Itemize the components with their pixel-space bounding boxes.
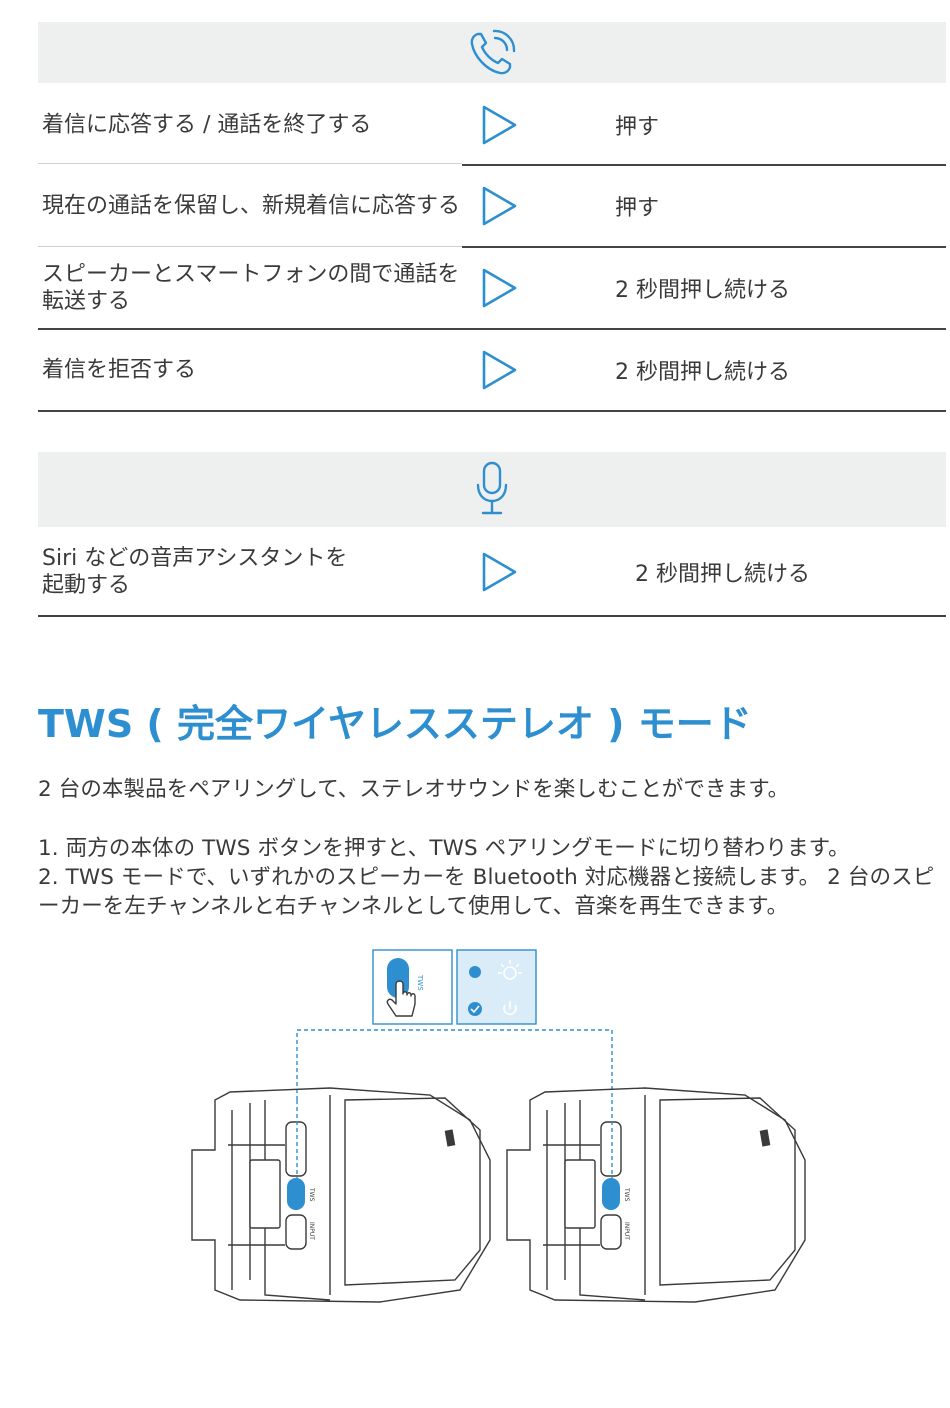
- power-icon: [503, 1004, 517, 1016]
- play-triangle-icon: [482, 350, 517, 390]
- action-label: Siri などの音声アシスタントを起動する: [42, 545, 348, 598]
- section-title: TWS ( 完全ワイヤレスステレオ ) モード: [38, 702, 752, 746]
- status-inset: [456, 949, 537, 1025]
- operation-label: 押す: [615, 196, 660, 221]
- row-divider: [462, 246, 946, 248]
- intro-text: 2 台の本製品をペアリングして、ステレオサウンドを楽しむことができます。: [38, 777, 790, 802]
- step-1-text: 1. 両方の本体の TWS ボタンを押すと、TWS ペアリングモードに切り替わり…: [38, 836, 850, 861]
- svg-text:TWS: TWS: [623, 1187, 630, 1202]
- voice-section-header: [38, 452, 946, 527]
- play-triangle-icon: [482, 552, 517, 591]
- table-row: スピーカーとスマートフォンの間で通話を転送する 2 秒間押し続ける: [38, 248, 946, 328]
- call-section-header: [38, 22, 946, 83]
- tws-button-inset: TWS: [372, 949, 453, 1025]
- right-speaker: [506, 1087, 806, 1303]
- svg-text:TWS: TWS: [416, 974, 424, 991]
- row-divider: [38, 328, 946, 330]
- play-triangle-icon: [482, 268, 517, 308]
- operation-label: 押す: [615, 114, 660, 140]
- left-speaker: [191, 1087, 491, 1303]
- row-divider: [38, 410, 946, 412]
- table-row: 着信に応答する / 通話を終了する 押す: [38, 84, 946, 165]
- tws-pairing-illustration: TWS TWS INPUT: [191, 949, 806, 1303]
- step-2-text: 2. TWS モードで、いずれかのスピーカーを Bluetooth 対応機器と接…: [38, 865, 935, 919]
- row-divider: [38, 163, 462, 164]
- table-row: Siri などの音声アシスタントを起動する 2 秒間押し続ける: [38, 528, 946, 615]
- svg-text:TWS: TWS: [308, 1187, 315, 1202]
- play-triangle-icon: [482, 186, 517, 226]
- table-row: 現在の通話を保留し、新規着信に応答する 押す: [38, 166, 946, 246]
- row-divider: [462, 164, 946, 166]
- check-icon: [468, 1002, 482, 1016]
- svg-text:INPUT: INPUT: [623, 1222, 630, 1240]
- action-label: 現在の通話を保留し、新規着信に応答する: [42, 193, 461, 219]
- action-label: 着信に応答する / 通話を終了する: [42, 112, 372, 137]
- row-divider: [38, 615, 946, 617]
- action-label: スピーカーとスマートフォンの間で通話を転送する: [42, 262, 460, 314]
- operation-label: 2 秒間押し続ける: [615, 278, 790, 303]
- table-row: 着信を拒否する 2 秒間押し続ける: [38, 330, 946, 410]
- action-label: 着信を拒否する: [42, 357, 197, 383]
- hand-pointer-icon: [386, 980, 416, 1017]
- microphone-icon: [476, 461, 508, 515]
- operation-label: 2 秒間押し続ける: [615, 360, 790, 385]
- operation-label: 2 秒間押し続ける: [635, 561, 810, 587]
- phone-ringing-icon: [470, 29, 516, 75]
- svg-text:INPUT: INPUT: [308, 1222, 315, 1240]
- power-blink-icon: [503, 966, 517, 980]
- play-triangle-icon: [482, 105, 517, 144]
- row-divider: [38, 246, 462, 247]
